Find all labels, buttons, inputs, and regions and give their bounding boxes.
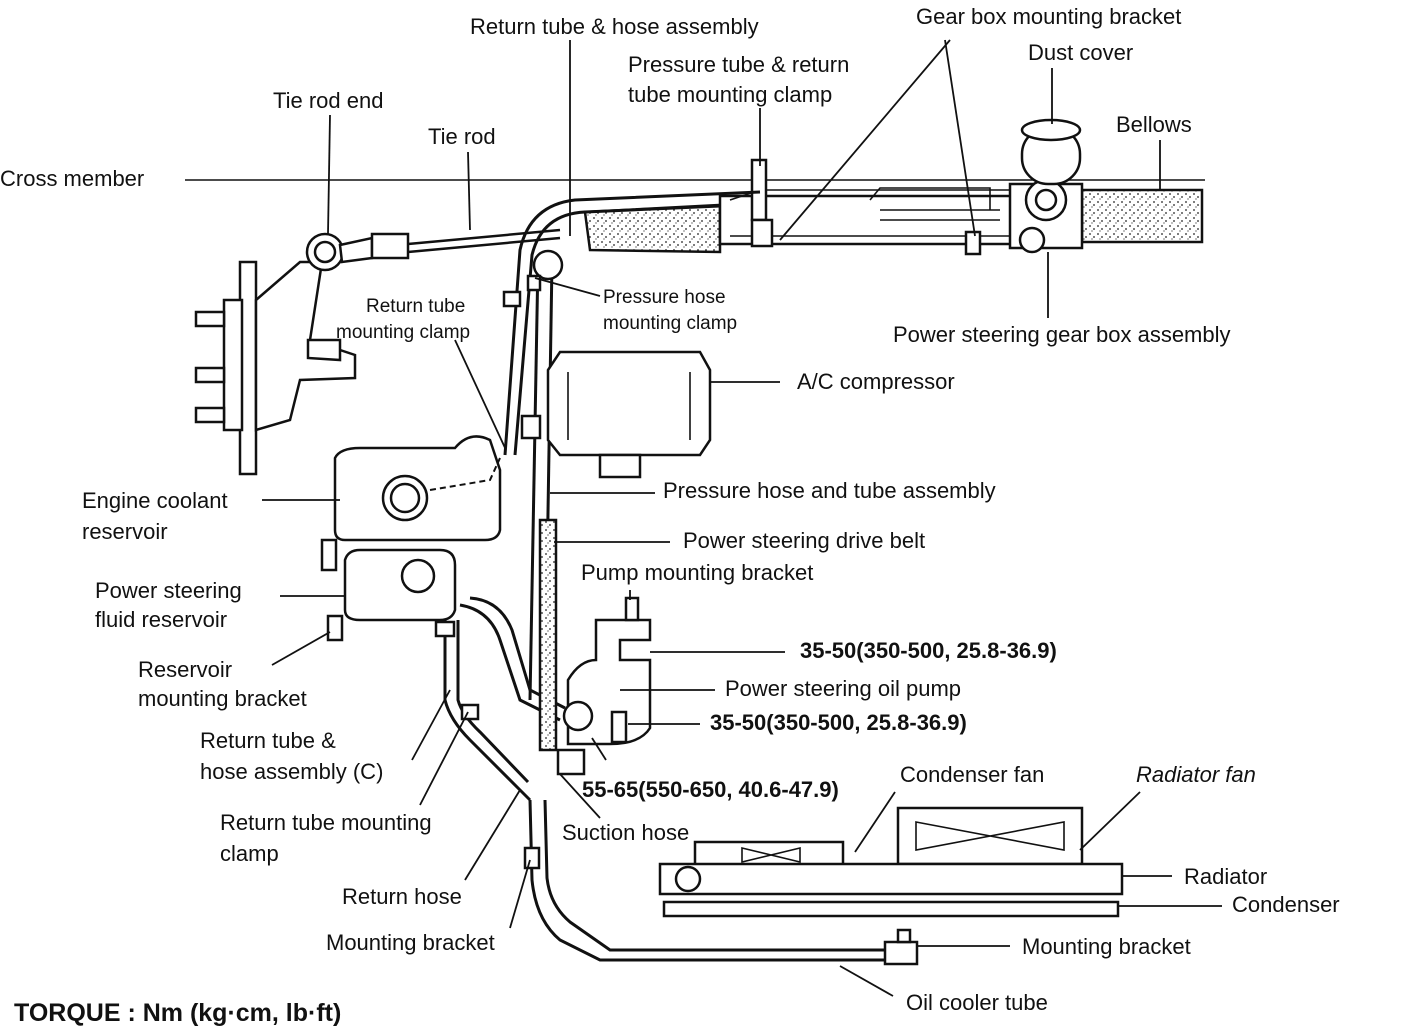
label-return-tube-c-line1: Return tube &	[200, 728, 336, 753]
label-power-steering-gear-box-assembly: Power steering gear box assembly	[893, 322, 1231, 347]
label-mounting-bracket-left: Mounting bracket	[326, 930, 495, 955]
label-reservoir-mounting-bracket-line1: Reservoir	[138, 657, 233, 682]
label-condenser-fan: Condenser fan	[900, 762, 1045, 787]
label-tie-rod-end: Tie rod end	[273, 88, 384, 113]
label-gear-box-mounting-bracket: Gear box mounting bracket	[916, 4, 1182, 29]
label-ps-fluid-reservoir-line1: Power steering	[95, 578, 242, 603]
label-torque-oil-pump: 35-50(350-500, 25.8-36.9)	[710, 710, 967, 735]
wheel-hub	[194, 260, 357, 476]
drive-belt	[538, 518, 558, 752]
label-return-tube-mounting-clamp-line1: Return tube mounting	[220, 810, 432, 835]
label-pressure-tube-clamp-line1: Pressure tube & return	[628, 52, 850, 77]
label-torque-suction: 55-65(550-650, 40.6-47.9)	[582, 777, 839, 802]
label-pressure-hose-mounting-clamp-line1: Pressure hose	[603, 287, 726, 308]
label-torque-pump-bracket: 35-50(350-500, 25.8-36.9)	[800, 638, 1057, 663]
engine-coolant-reservoir-shape	[333, 435, 502, 542]
label-pump-mounting-bracket: Pump mounting bracket	[581, 560, 814, 585]
label-return-tube-mounting-clamp-top-line2: mounting clamp	[336, 322, 471, 343]
tie-rod-assembly	[305, 228, 561, 272]
label-return-tube-c-line2: hose assembly (C)	[200, 759, 384, 784]
label-return-tube-hose-assembly: Return tube & hose assembly	[470, 14, 759, 39]
label-power-steering-drive-belt: Power steering drive belt	[683, 528, 926, 553]
label-ac-compressor: A/C compressor	[797, 369, 955, 394]
label-engine-coolant-reservoir-line1: Engine coolant	[82, 488, 228, 513]
label-return-tube-mounting-clamp-line2: clamp	[220, 841, 279, 866]
label-ps-fluid-reservoir-line2: fluid reservoir	[95, 607, 228, 632]
label-tie-rod: Tie rod	[428, 124, 496, 149]
label-suction-hose: Suction hose	[562, 820, 690, 845]
label-return-hose: Return hose	[342, 884, 462, 909]
torque-units-caption: TORQUE : Nm (kg·cm, lb·ft)	[14, 999, 342, 1027]
label-condenser: Condenser	[1232, 892, 1340, 917]
ps-fluid-reservoir-shape	[320, 538, 457, 642]
label-mounting-bracket-right: Mounting bracket	[1022, 934, 1191, 959]
leader-lines	[262, 39, 1222, 997]
label-dust-cover: Dust cover	[1028, 40, 1134, 65]
oil-cooler-tube-shape	[523, 799, 919, 966]
label-pressure-hose-mounting-clamp-line2: mounting clamp	[603, 313, 738, 334]
label-reservoir-mounting-bracket-line2: mounting bracket	[138, 686, 307, 711]
label-bellows: Bellows	[1116, 112, 1192, 137]
label-power-steering-oil-pump: Power steering oil pump	[725, 676, 962, 701]
radiator-group	[658, 806, 1124, 918]
label-radiator-fan: Radiator fan	[1136, 762, 1256, 787]
gear-box	[583, 118, 1204, 256]
label-pressure-tube-clamp-line2: tube mounting clamp	[628, 82, 833, 107]
label-return-tube-mounting-clamp-top-line1: Return tube	[366, 296, 466, 317]
oil-pump	[556, 596, 652, 776]
label-pressure-hose-tube-assembly: Pressure hose and tube assembly	[663, 478, 996, 503]
label-engine-coolant-reservoir-line2: reservoir	[82, 519, 168, 544]
label-radiator: Radiator	[1184, 864, 1268, 889]
label-oil-cooler-tube: Oil cooler tube	[906, 990, 1048, 1015]
label-cross-member: Cross member	[0, 166, 145, 191]
ac-compressor	[546, 350, 712, 479]
